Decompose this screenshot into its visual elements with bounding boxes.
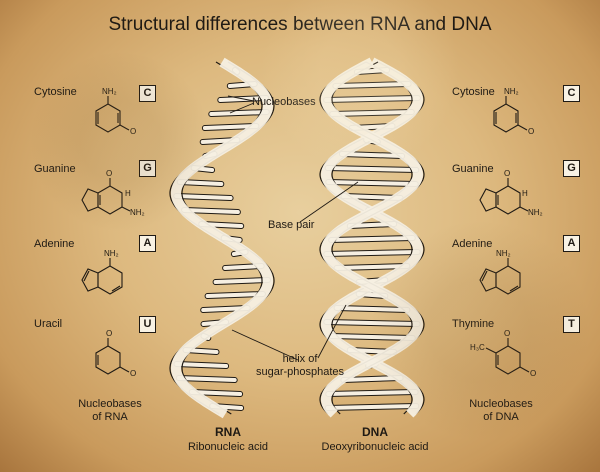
- atom-label: NH₂: [504, 87, 519, 96]
- base-rung-fill: [341, 376, 403, 382]
- right-base-name: Cytosine: [452, 86, 495, 98]
- right-base-name: Thymine: [452, 318, 495, 330]
- right-base-letter: A: [563, 235, 580, 252]
- base-rung-fill: [324, 96, 420, 102]
- base-rung-fill: [325, 404, 419, 410]
- caption-line: of RNA: [92, 411, 128, 423]
- cytosine-ring: [95, 103, 121, 133]
- right-base-letter: G: [563, 160, 580, 177]
- uracil-ring: [95, 345, 121, 375]
- right-base-letter: C: [563, 85, 580, 102]
- dna-helix: [319, 57, 425, 418]
- atom-label: H: [125, 189, 131, 198]
- base-rung-fill: [176, 376, 237, 382]
- base-rung-fill: [213, 278, 270, 284]
- caption-line: Nucleobases: [469, 398, 533, 410]
- base-rung-fill: [333, 82, 411, 88]
- atom-label: NH₂: [528, 208, 543, 217]
- guanine-ring-5: [479, 188, 497, 212]
- caption-line: Nucleobases: [78, 398, 142, 410]
- pointer-line: [299, 181, 359, 223]
- left-base-name: Guanine: [34, 163, 76, 175]
- atom-label: O: [130, 127, 136, 136]
- left-base-letter: C: [139, 85, 156, 102]
- base-rung-fill: [182, 208, 240, 214]
- right-base-name: Guanine: [452, 163, 494, 175]
- atom-label: O: [530, 369, 536, 378]
- sugar-phosphate-strand: [170, 57, 274, 419]
- base-rung-fill: [334, 264, 410, 270]
- base-rung-fill: [330, 110, 414, 116]
- left-base-name: Adenine: [34, 238, 75, 250]
- atom-label: O: [106, 329, 112, 338]
- helix-label-line: sugar-phosphates: [255, 366, 345, 378]
- helix-label-line: helix of: [282, 353, 318, 365]
- cytosine-ring: [493, 103, 519, 133]
- pointer-line: [229, 102, 255, 114]
- left-base-letter: G: [139, 160, 156, 177]
- left-base-letter: U: [139, 316, 156, 333]
- atom-label: H: [522, 189, 528, 198]
- atom-label: O: [106, 169, 112, 178]
- atom-label: O: [528, 127, 534, 136]
- base-rung-fill: [324, 250, 420, 256]
- base-rung-fill: [174, 362, 229, 368]
- atom-label: O: [130, 369, 136, 378]
- dna-nucleobases-caption: Nucleobases of DNA: [446, 398, 556, 424]
- atom-label: H₃C: [470, 343, 485, 352]
- base-rung-fill: [324, 320, 420, 326]
- atom-label: O: [504, 169, 510, 178]
- base-rung-fill: [209, 110, 269, 116]
- left-base-letter: A: [139, 235, 156, 252]
- base-rung-fill: [326, 180, 418, 186]
- base-rung-fill: [339, 152, 405, 158]
- caption-line: of DNA: [483, 411, 519, 423]
- left-base-name: Uracil: [34, 318, 63, 330]
- base-rung-fill: [329, 236, 415, 242]
- left-base-name: Cytosine: [34, 86, 77, 98]
- pointer-line: [227, 95, 255, 102]
- rna-helix: [169, 57, 275, 419]
- rna-nucleobases-caption: Nucleobases of RNA: [55, 398, 165, 424]
- atom-label: NH₂: [102, 87, 117, 96]
- nucleobases-label: Nucleobases: [252, 96, 316, 108]
- sugar-phosphate-strand: [320, 57, 424, 418]
- dna-name: DNA: [362, 425, 388, 439]
- base-rung-fill: [325, 166, 419, 172]
- adenine-ring-5: [81, 268, 99, 292]
- atom-label: NH₂: [496, 249, 511, 258]
- atom-label: NH₂: [130, 208, 145, 217]
- helix-label: helix of sugar-phosphates: [250, 353, 350, 379]
- guanine-ring-5: [81, 188, 99, 212]
- sugar-phosphate-strand: [320, 57, 424, 418]
- base-rung-fill: [174, 194, 233, 200]
- base-rung-fill: [205, 292, 265, 298]
- dna-full-name: Deoxyribonucleic acid: [321, 441, 429, 453]
- base-pair-label: Base pair: [268, 219, 315, 231]
- base-rung-fill: [177, 180, 224, 186]
- base-rung-fill: [326, 390, 418, 396]
- diagram-title: Structural differences between RNA and D…: [108, 14, 492, 35]
- atom-label: NH₂: [104, 249, 119, 258]
- atom-label: O: [504, 329, 510, 338]
- adenine-ring-5: [479, 268, 497, 292]
- pointer-line: [231, 329, 299, 361]
- base-rung-fill: [334, 306, 410, 312]
- right-base-letter: T: [563, 316, 580, 333]
- pointer-line: [317, 304, 347, 359]
- rna-full-name: Ribonucleic acid: [187, 441, 269, 453]
- base-rung-fill: [202, 124, 259, 130]
- rna-name: RNA: [215, 425, 241, 439]
- base-rung-fill: [329, 334, 415, 340]
- right-base-name: Adenine: [452, 238, 493, 250]
